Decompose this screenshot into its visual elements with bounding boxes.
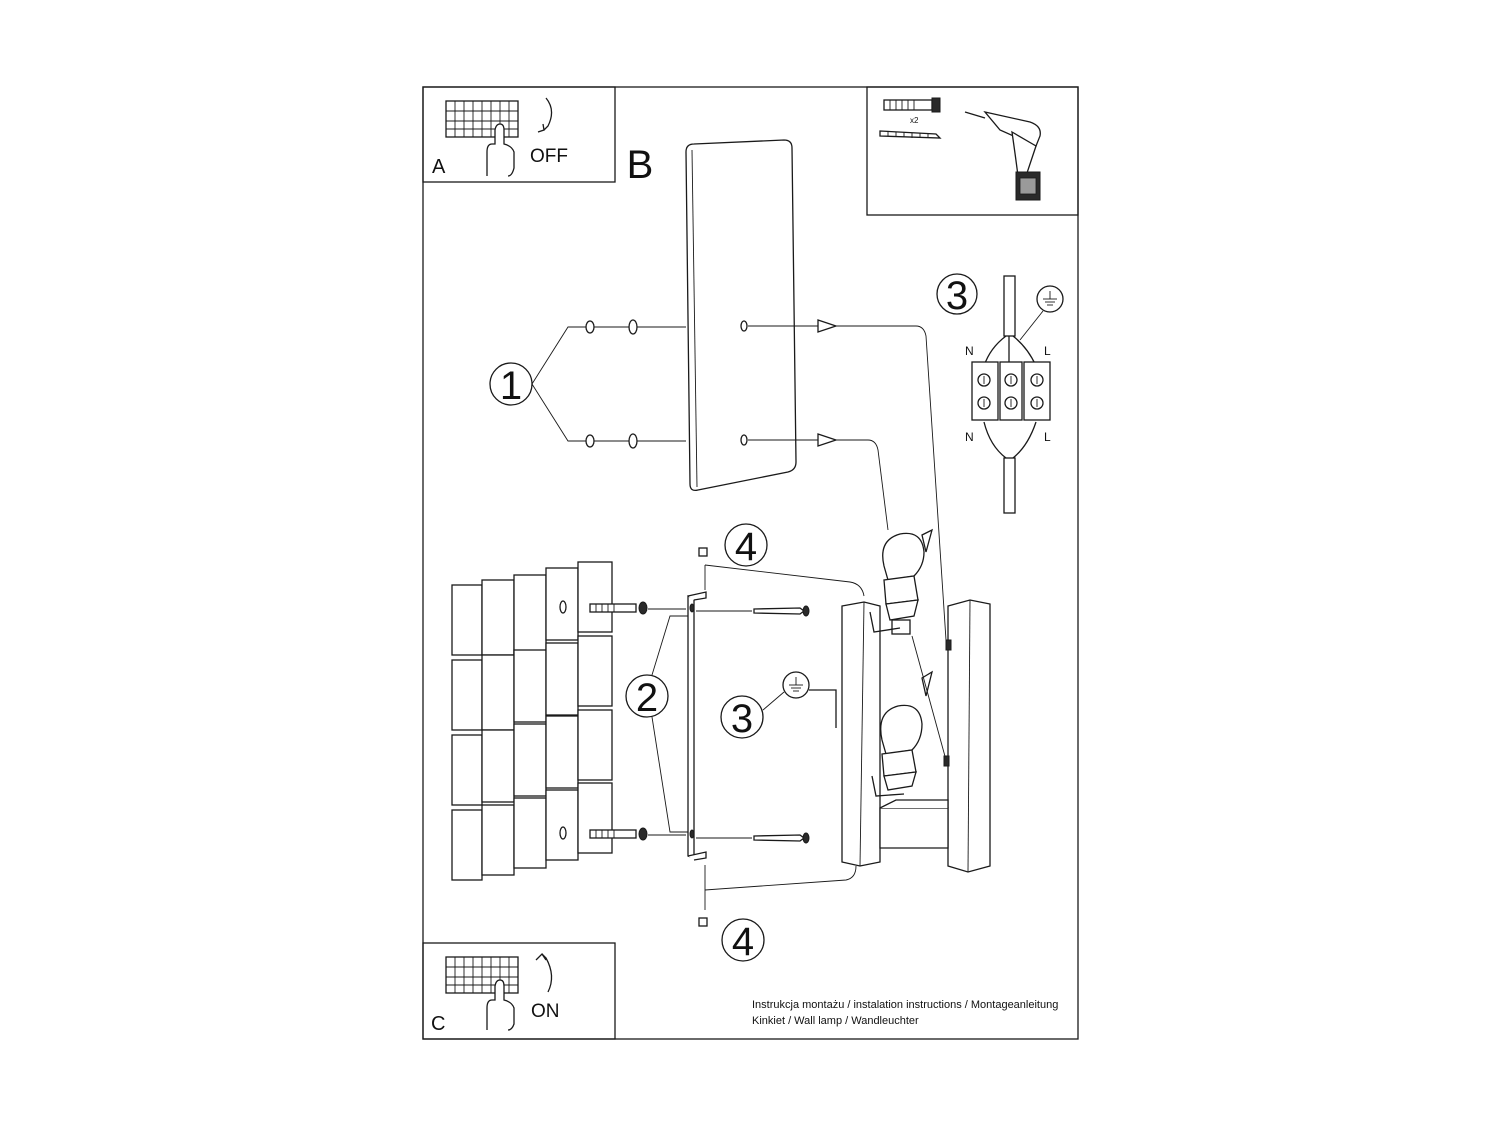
wall-plug-icon <box>589 601 648 615</box>
terminal-block-icon <box>971 361 1051 421</box>
wall-tiles <box>451 560 613 881</box>
callout-3-ground <box>720 695 764 739</box>
callout-1-number: 1 <box>500 364 522 408</box>
panel-c-box <box>422 942 616 1040</box>
screw-hole <box>945 639 952 651</box>
panel-c-letter: C <box>431 1013 445 1035</box>
bulb-icon <box>871 704 923 797</box>
panel-c-on-label: ON <box>531 1001 560 1022</box>
drill-hole <box>559 826 567 840</box>
screw-icon <box>753 605 810 617</box>
panel-a-letter: A <box>432 156 446 178</box>
washer <box>628 319 638 335</box>
wiring-diagram: 3 N L N L <box>936 273 1064 514</box>
breaker-panel-icon <box>445 100 519 138</box>
callout-2 <box>625 674 669 718</box>
footer-line-1: Instrukcja montażu / instalation instruc… <box>752 999 1059 1011</box>
page-frame <box>422 86 1079 1040</box>
screw-icon <box>753 832 810 844</box>
panel-b-letter: B <box>627 143 654 187</box>
live-label-top: L <box>1044 344 1051 358</box>
tools-panel: x2 <box>866 86 1079 216</box>
rotate-arrow-icon <box>543 97 553 131</box>
washer <box>585 434 595 448</box>
callout-3-number: 3 <box>946 274 968 318</box>
bulb-icon <box>869 532 925 635</box>
neutral-label-top: N <box>965 344 974 358</box>
rotate-arrow-icon <box>541 953 553 993</box>
callout-4-top <box>724 523 768 567</box>
cable-top <box>1003 275 1016 337</box>
callout-4-bottom-number: 4 <box>732 920 754 964</box>
washer <box>585 320 595 334</box>
hand-icon <box>486 979 515 1031</box>
hand-icon <box>486 123 515 177</box>
breaker-panel-icon <box>445 956 519 994</box>
wall-plug-icon <box>883 97 941 113</box>
glass-shade-panel <box>685 139 797 492</box>
washer <box>628 433 638 449</box>
live-label-bottom: L <box>1044 430 1051 444</box>
panel-c: C ON <box>422 942 616 1040</box>
screw-hole <box>943 755 950 767</box>
lamp-body <box>841 599 991 873</box>
panel-a-off-label: OFF <box>530 146 568 167</box>
panel-a: A OFF <box>422 86 616 183</box>
set-screw <box>698 547 708 557</box>
callout-2-number: 2 <box>636 676 658 720</box>
drill-icon <box>964 110 1041 201</box>
panel-hole <box>740 320 748 332</box>
footer-text: Instrukcja montażu / instalation instruc… <box>752 997 1058 1029</box>
callout-4-bottom <box>721 918 765 962</box>
tools-box <box>866 86 1079 216</box>
cable-bottom <box>1003 457 1016 514</box>
drill-hole <box>559 600 567 614</box>
wall-plug-icon <box>589 827 648 841</box>
quantity-label: x2 <box>910 116 919 125</box>
mounting-bracket <box>687 591 707 861</box>
screw-icon <box>879 130 942 139</box>
callout-4-top-number: 4 <box>735 525 757 569</box>
callout-3-wiring <box>936 273 978 315</box>
panel-hole <box>740 434 748 446</box>
footer-line-2: Kinkiet / Wall lamp / Wandleuchter <box>752 1015 919 1027</box>
set-screw <box>698 917 708 927</box>
panel-a-box <box>422 86 616 183</box>
callout-3-ground-number: 3 <box>731 697 753 741</box>
neutral-label-bottom: N <box>965 430 974 444</box>
